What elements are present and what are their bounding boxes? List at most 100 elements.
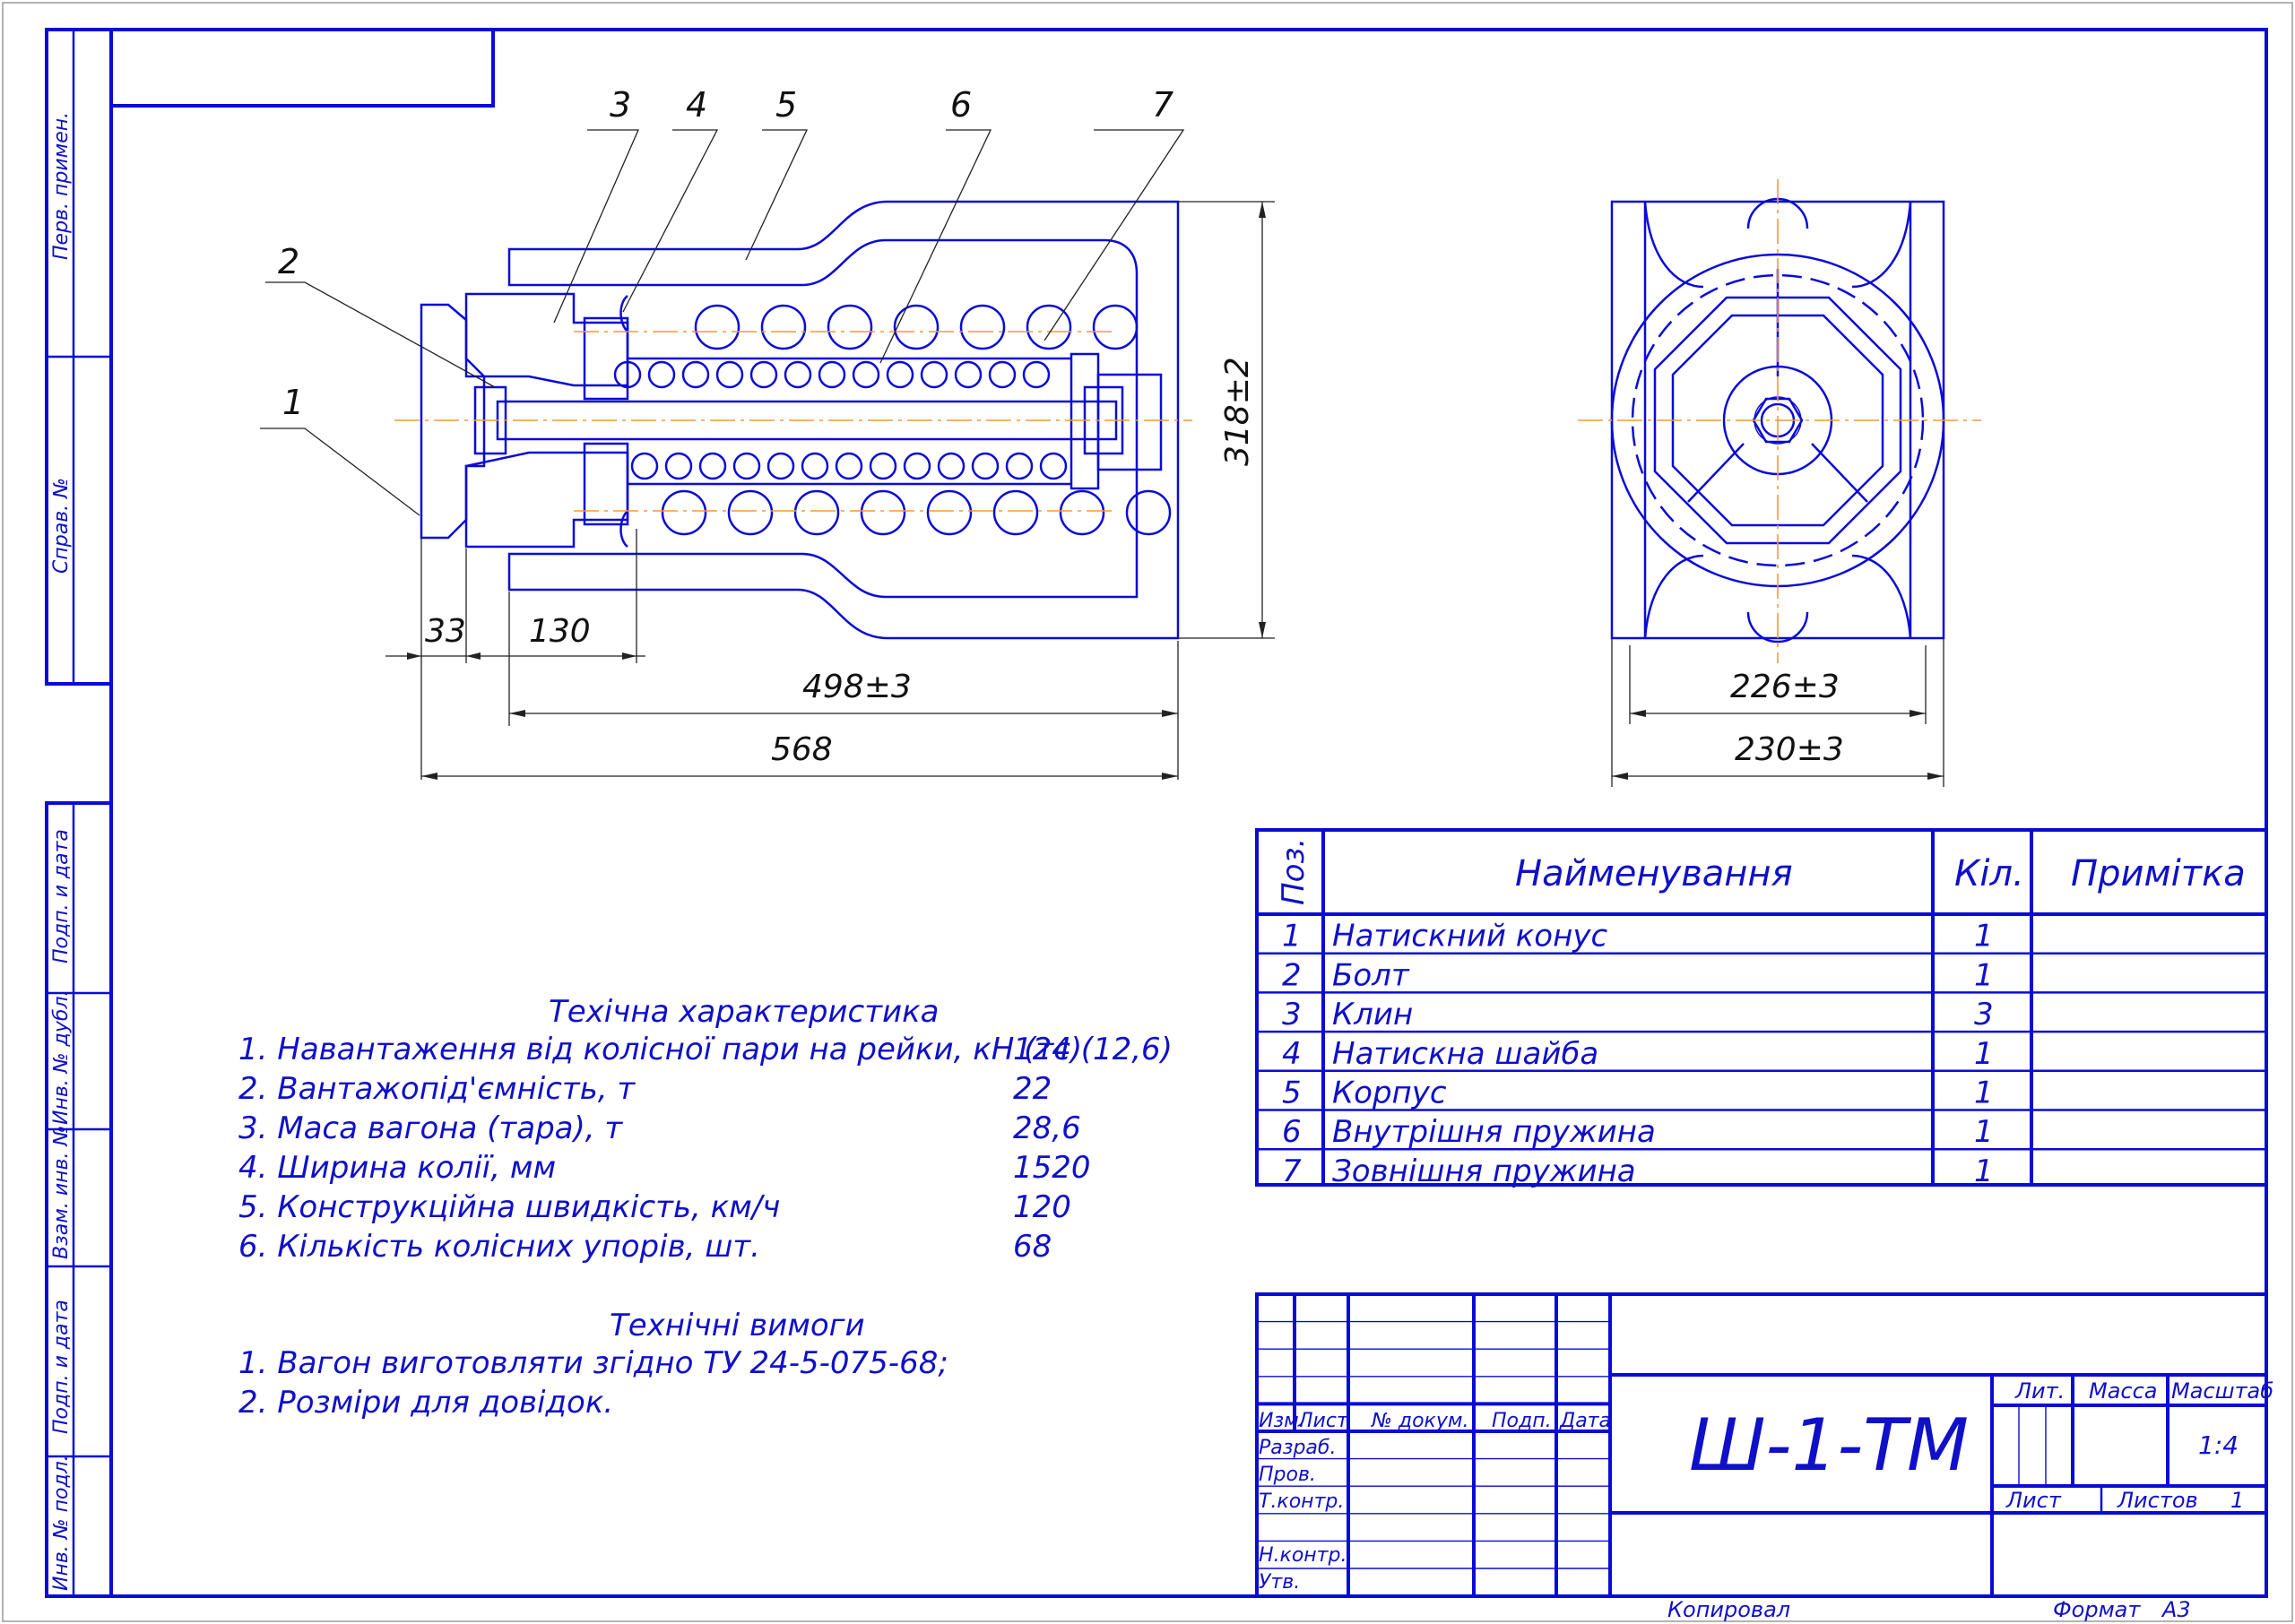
outer-coil-top xyxy=(1092,304,1139,350)
inner-coil-top xyxy=(613,360,642,389)
spec-row: 3 Клин 3 xyxy=(1282,997,1994,1032)
pos-label-5: 5 xyxy=(775,85,797,125)
side-label-3: Подп. и дата xyxy=(50,829,73,963)
end-view xyxy=(1578,179,1981,663)
pos-label-3: 3 xyxy=(610,85,631,125)
spec-header-note: Примітка xyxy=(2071,853,2246,894)
tech-req-title: Технічні вимоги xyxy=(610,1308,865,1343)
dim-33: 33 xyxy=(425,613,466,650)
outer-coil-bottom xyxy=(727,489,774,536)
pos-label-2: 2 xyxy=(278,242,299,281)
outer-coil-top xyxy=(1026,304,1072,350)
inner-coil-bottom xyxy=(801,452,829,480)
inner-coil-bottom xyxy=(732,452,761,480)
outer-coil-top xyxy=(827,304,873,350)
inner-coil-bottom xyxy=(1039,452,1068,480)
technical-requirements: Технічні вимоги 1. Вагон виготовляти згі… xyxy=(238,1308,948,1421)
inner-spring xyxy=(613,360,1068,480)
inner-coil-top xyxy=(715,360,744,389)
tech-char-value: 28,6 xyxy=(1013,1110,1081,1146)
tech-req-2: 2. Розміри для довідок. xyxy=(238,1385,613,1421)
inner-coil-bottom xyxy=(664,452,693,480)
dimensions-right: 226±3 230±3 xyxy=(1611,638,1944,787)
tech-char-value: 68 xyxy=(1013,1229,1052,1265)
housing-upper-wall xyxy=(507,200,1180,640)
inner-coil-top xyxy=(988,360,1017,389)
spec-row-pos: 3 xyxy=(1282,997,1302,1032)
tech-char-label: 6. Кількість колісних упорів, шт. xyxy=(238,1229,760,1265)
wedge-lower xyxy=(464,451,629,549)
inner-coil-top xyxy=(818,360,846,389)
tb-role-ncontrol: Н.контр. xyxy=(1259,1544,1347,1567)
dim-568: 568 xyxy=(771,731,833,768)
tech-char-title: Техічна характеристика xyxy=(549,994,940,1030)
tb-col-list: Лист xyxy=(1297,1410,1349,1432)
inner-coil-top xyxy=(920,360,948,389)
inner-coil-top xyxy=(784,360,812,389)
spec-row-name: Клин xyxy=(1332,997,1413,1032)
outer-coil-bottom xyxy=(860,489,906,536)
inner-coil-top xyxy=(954,360,983,389)
spec-row-name: Натискна шайба xyxy=(1332,1036,1598,1072)
outer-coil-top xyxy=(694,304,740,350)
spec-row-pos: 7 xyxy=(1282,1153,1302,1189)
outer-coil-bottom xyxy=(661,489,707,536)
outer-coil-bottom xyxy=(1125,489,1172,536)
side-label-6: Подп. и дата xyxy=(50,1300,73,1434)
outer-coil-top xyxy=(760,304,807,350)
inner-coil-bottom xyxy=(835,452,863,480)
spec-row-qty: 3 xyxy=(1974,997,1994,1032)
outer-coil-bottom xyxy=(992,489,1039,536)
inner-coil-top xyxy=(1022,360,1051,389)
tb-role-developed: Разраб. xyxy=(1259,1437,1336,1459)
spec-header-qty: Кіл. xyxy=(1954,853,2024,894)
inner-coil-bottom xyxy=(937,452,966,480)
tech-char-label: 5. Конструкційна швидкість, км/ч xyxy=(238,1189,780,1225)
section-view xyxy=(394,200,1192,640)
dimensions-left: 33 130 498±3 568 318±2 xyxy=(385,201,1275,780)
tb-lit-label: Лит. xyxy=(2014,1378,2065,1404)
tech-char-value: 120 xyxy=(1013,1189,1071,1225)
technical-characteristics: Техічна характеристика 1. Навантаження в… xyxy=(238,994,1173,1265)
spec-row-pos: 6 xyxy=(1282,1114,1302,1150)
spec-row-qty: 1 xyxy=(1974,919,1994,955)
inner-coil-bottom xyxy=(698,452,727,480)
dim-230: 230±3 xyxy=(1735,731,1844,768)
tb-role-checked: Пров. xyxy=(1259,1464,1316,1486)
side-label-7: Инв. № подл. xyxy=(50,1455,73,1591)
inner-coil-top xyxy=(852,360,880,389)
tb-designation: Ш-1-ТМ xyxy=(1689,1404,1969,1487)
tb-sheets-label: Листов xyxy=(2117,1488,2198,1513)
inner-coil-bottom xyxy=(903,452,931,480)
side-label-4: Инв. № дубл. xyxy=(50,989,73,1125)
spec-row-name: Зовнішня пружина xyxy=(1332,1153,1636,1189)
wedge-upper xyxy=(464,292,629,387)
footer-format-label: Формат xyxy=(2053,1597,2141,1622)
spec-row-pos: 1 xyxy=(1282,919,1302,955)
inner-coil-bottom xyxy=(1005,452,1034,480)
inner-coil-top xyxy=(681,360,710,389)
inner-coil-bottom xyxy=(869,452,897,480)
inner-coil-top xyxy=(647,360,676,389)
tb-sheet-label: Лист xyxy=(2005,1488,2062,1513)
inner-coil-bottom xyxy=(630,452,659,480)
footer-copied: Копировал xyxy=(1667,1597,1790,1622)
pressure-washer-lower xyxy=(583,442,629,526)
spec-row-name: Болт xyxy=(1332,957,1410,993)
spec-row-name: Внутрішня пружина xyxy=(1332,1114,1656,1150)
spec-row-qty: 1 xyxy=(1974,1075,1994,1111)
side-label-1: Перв. примен. xyxy=(50,112,73,260)
tb-scale-value: 1:4 xyxy=(2198,1430,2239,1460)
dim-226: 226±3 xyxy=(1730,669,1840,705)
tb-role-tcontrol: Т.контр. xyxy=(1259,1490,1344,1513)
position-labels: 1 2 3 4 5 6 7 xyxy=(260,85,1185,516)
tb-sheets-value: 1 xyxy=(2230,1488,2244,1513)
spec-row-pos: 5 xyxy=(1282,1075,1302,1111)
title-block: Изм. Лист № докум. Подп. Дата Разраб. Пр… xyxy=(1255,1292,2273,1598)
tech-char-label: 4. Ширина колії, мм xyxy=(238,1150,556,1186)
